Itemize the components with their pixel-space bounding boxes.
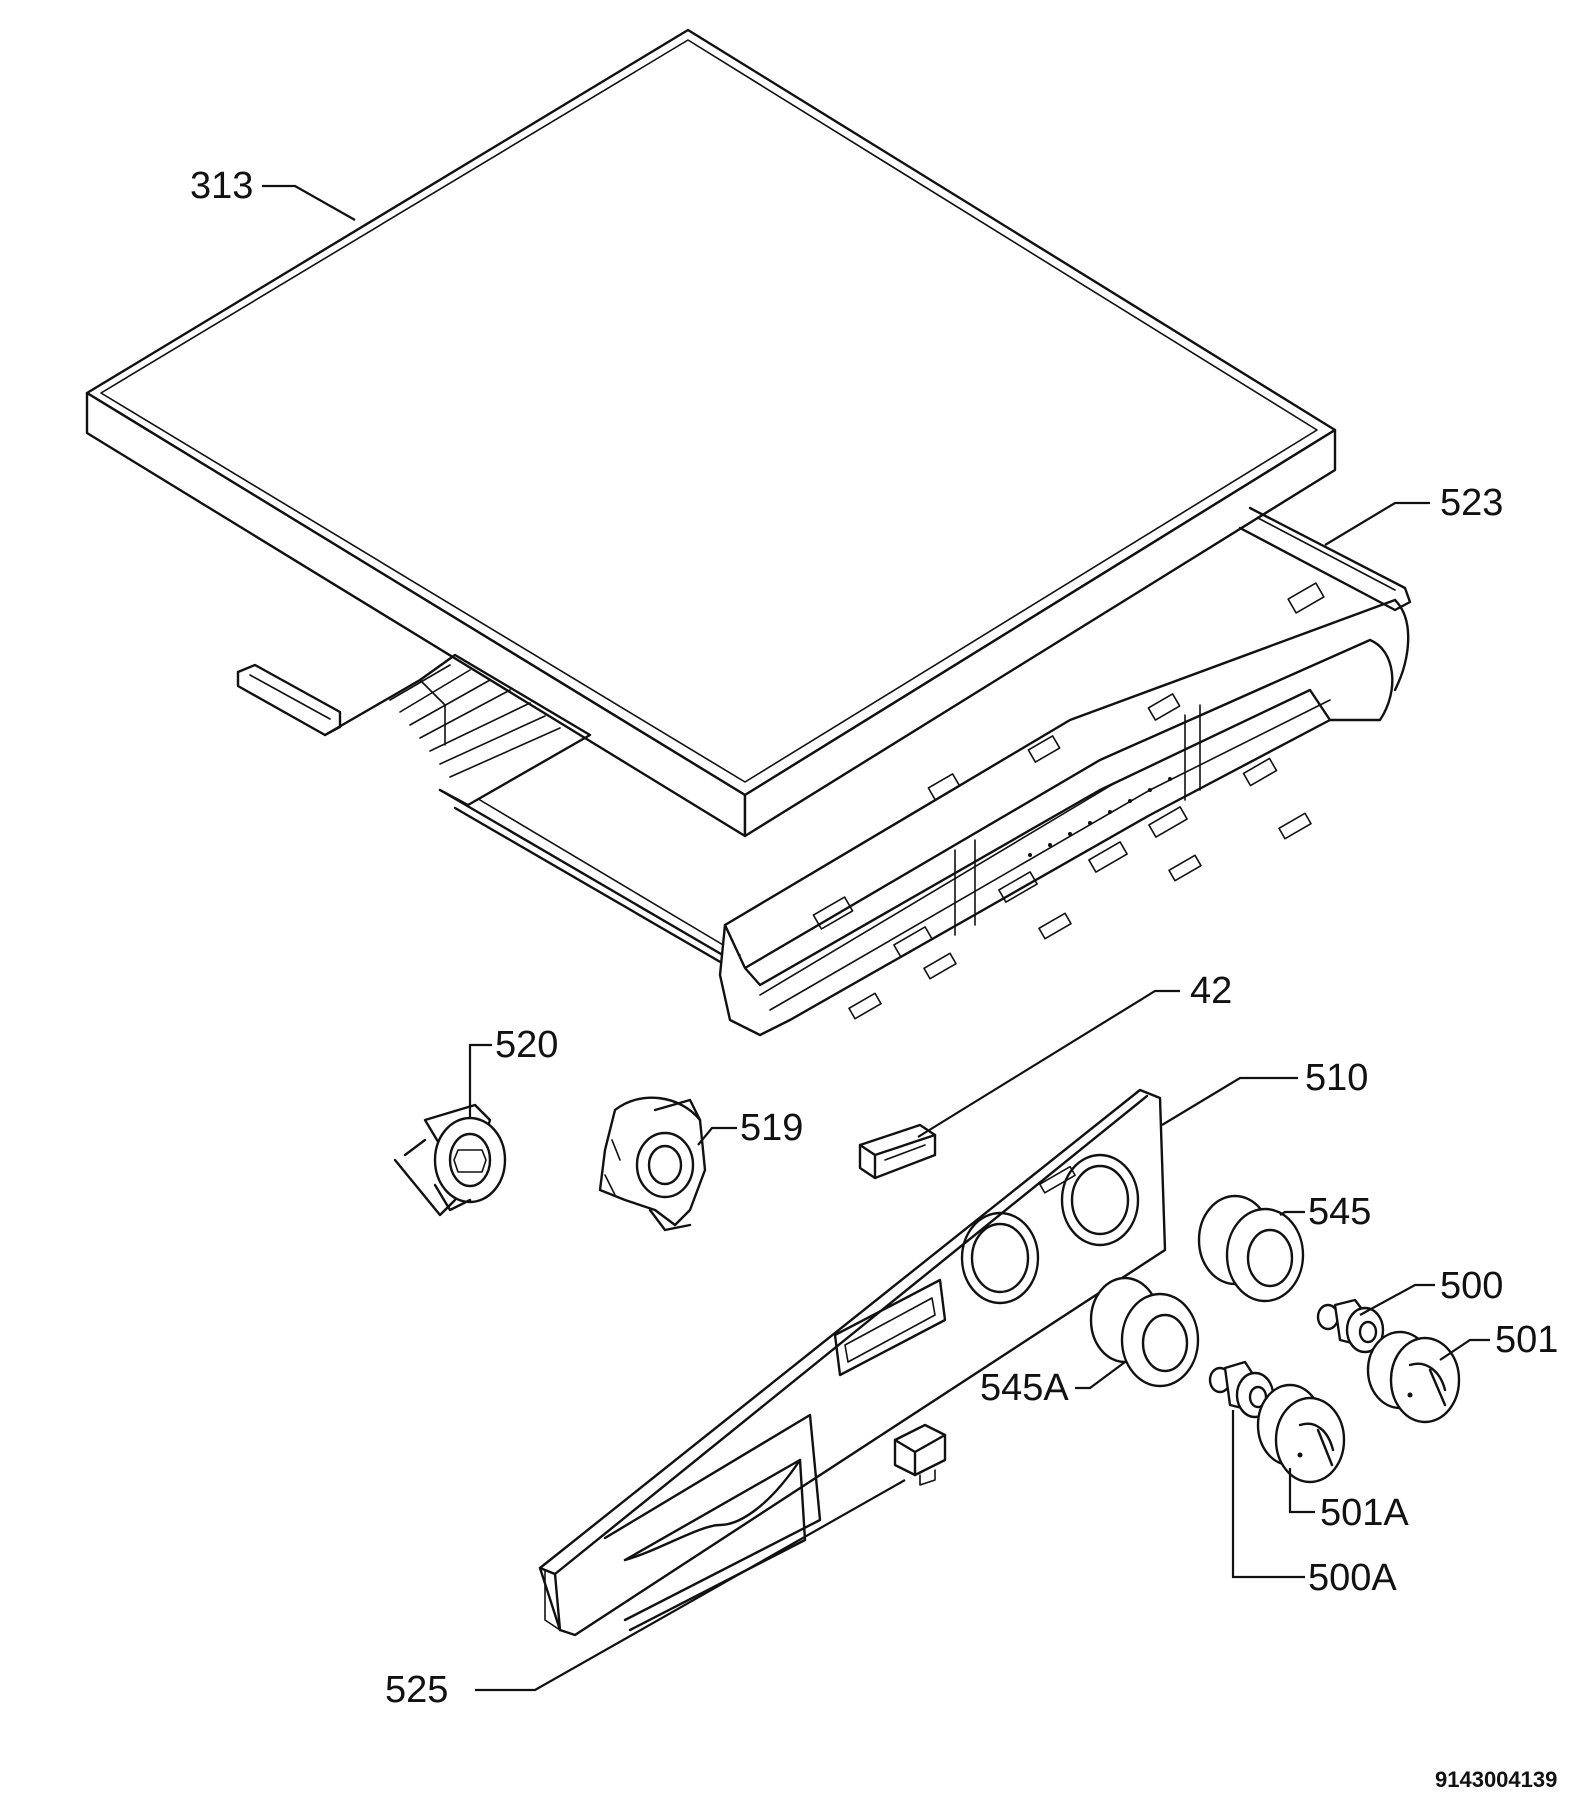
leader-lines [262,184,1490,1692]
callout-500: 500 [1440,1265,1503,1307]
callout-519: 519 [740,1107,803,1149]
part-519-bracket [598,1096,707,1232]
callout-523: 523 [1440,482,1503,524]
drawing-reference-number: 9143004139 [1435,1767,1557,1792]
callout-510: 510 [1305,1057,1368,1099]
part-510-fascia [538,1088,1167,1637]
callout-525: 525 [385,1669,448,1711]
part-501-knob [1366,1330,1461,1424]
callout-545a: 545A [980,1367,1069,1409]
callout-520: 520 [495,1024,558,1066]
callout-313: 313 [190,165,253,207]
part-500-shaft [1316,1298,1385,1354]
part-545-bezel [1197,1194,1305,1303]
callout-labels: 313 523 42 520 519 510 545 500 501 545A … [190,165,1558,1711]
part-500a-shaft [1208,1360,1275,1419]
callout-42: 42 [1190,970,1232,1012]
part-523-panel-frame [236,506,1412,1037]
part-313-top-cover [85,28,1337,838]
callout-501: 501 [1495,1319,1558,1361]
callout-501a: 501A [1320,1492,1409,1534]
part-42-switch [858,1123,937,1180]
part-520-bracket [393,1103,507,1217]
part-545a-bezel [1089,1276,1200,1388]
callout-500a: 500A [1308,1557,1397,1599]
callout-545: 545 [1308,1191,1371,1233]
part-525-clip [893,1423,947,1486]
part-501a-knob [1256,1383,1346,1484]
